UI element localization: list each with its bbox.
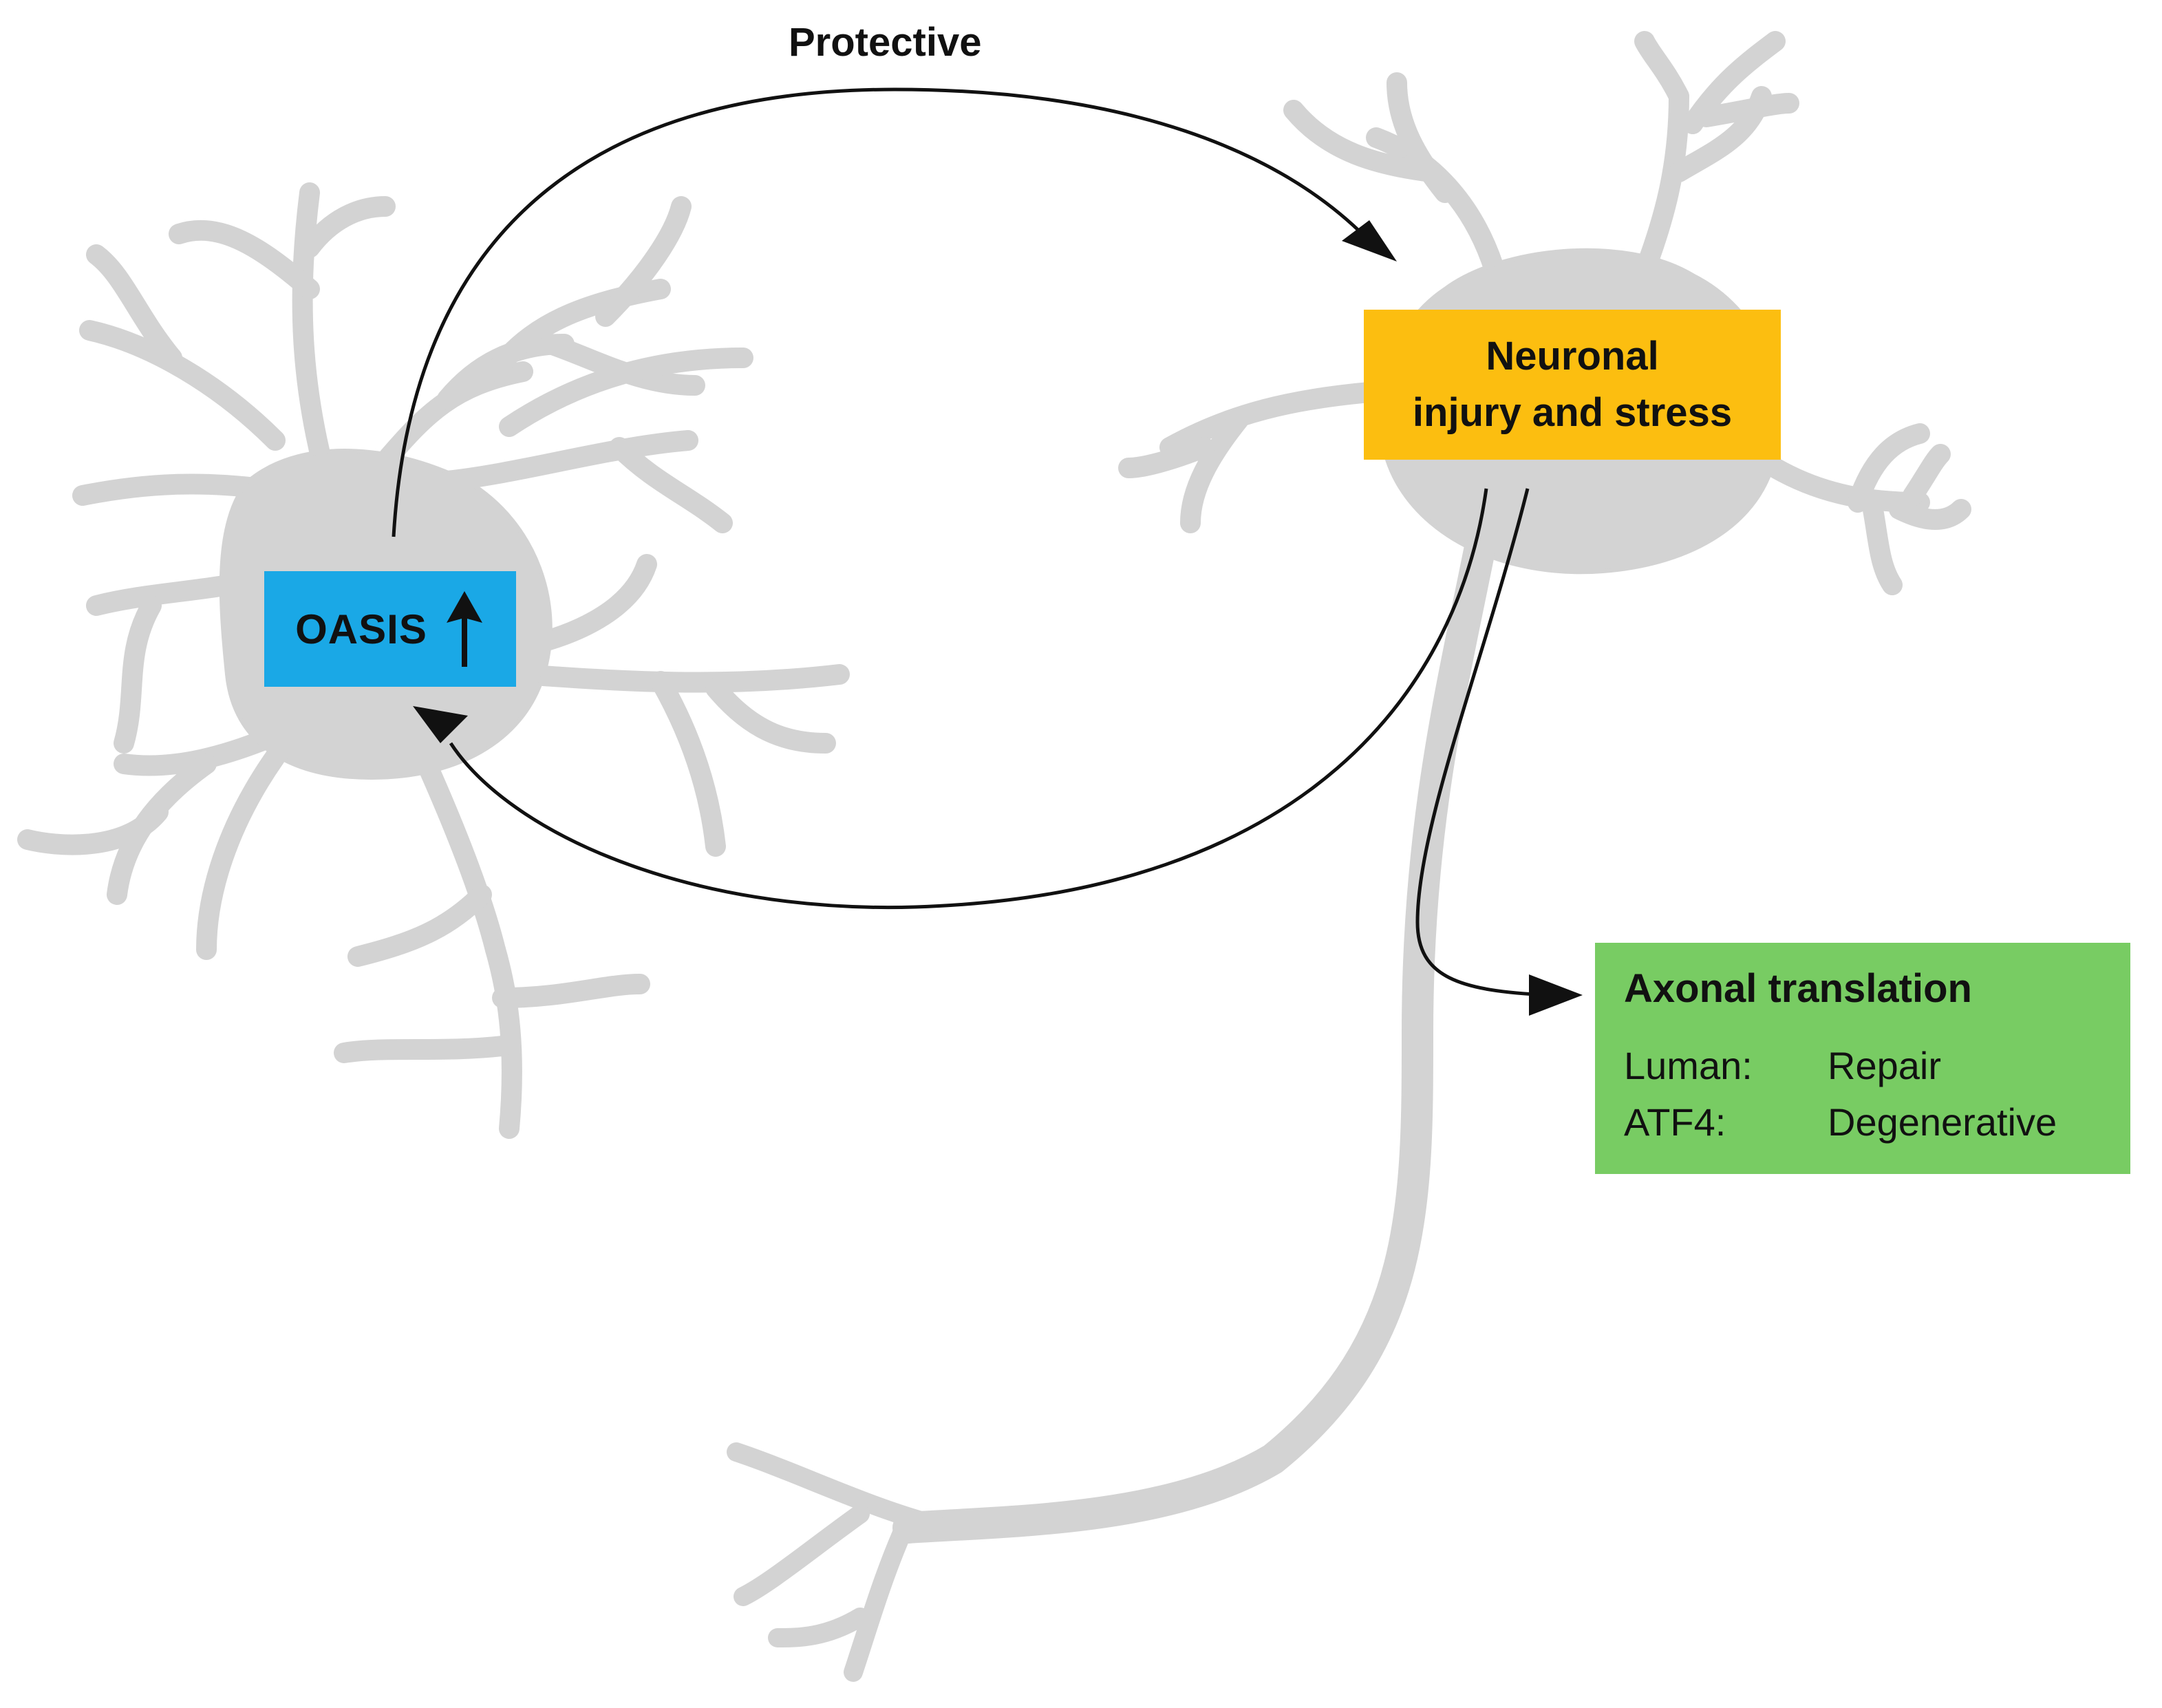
injury-label-line-2: injury and stress: [1412, 390, 1733, 435]
feedback-arrowhead: [413, 706, 468, 743]
luman-effect: Repair: [1828, 1044, 1941, 1087]
oasis-label: OASIS: [295, 606, 427, 652]
atf4-gene: ATF4:: [1624, 1100, 1726, 1144]
axon-signal-arrowhead: [1529, 974, 1583, 1016]
atf4-row: ATF4: Degenerative: [1624, 1094, 2130, 1151]
axon-signal-arrow: [1415, 488, 1583, 1016]
up-arrow-icon: [446, 591, 482, 667]
axonal-translation-box: Axonal translation Luman: Repair ATF4: D…: [1595, 943, 2130, 1174]
injury-label-line-1: Neuronal: [1486, 334, 1659, 378]
protective-arrow: [392, 87, 1397, 537]
feedback-arrow: [413, 488, 1488, 910]
protective-arrowhead: [1342, 220, 1397, 261]
left-cell: [17, 182, 850, 1139]
luman-gene: Luman:: [1624, 1044, 1753, 1087]
right-neuron: [727, 31, 1971, 1682]
axonal-translation-title: Axonal translation: [1624, 966, 1972, 1011]
oasis-box: OASIS: [264, 571, 516, 687]
protective-label: Protective: [789, 20, 982, 65]
neuronal-injury-box: Neuronal injury and stress: [1364, 310, 1781, 460]
luman-row: Luman: Repair: [1624, 1038, 2130, 1094]
atf4-effect: Degenerative: [1828, 1100, 2057, 1144]
